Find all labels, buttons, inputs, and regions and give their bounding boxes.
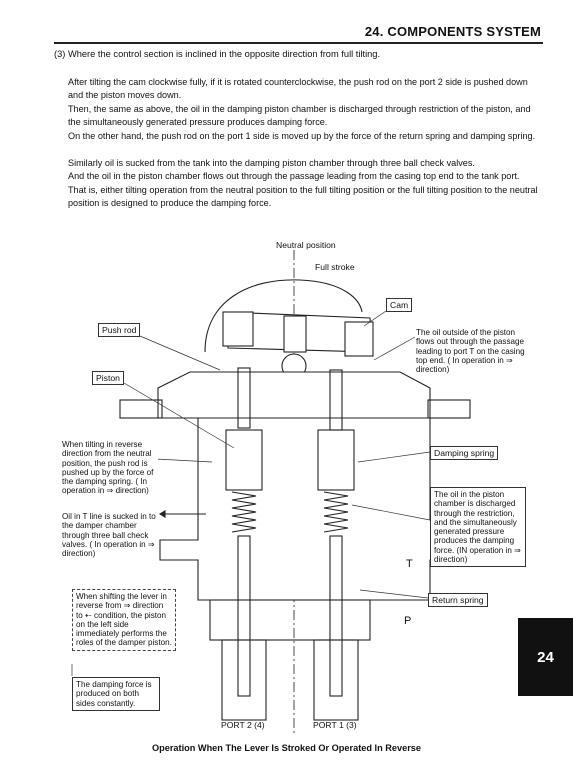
note-shifting-lever: When shifting the lever in reverse from … bbox=[72, 589, 176, 651]
port1-label: PORT 1 (3) bbox=[313, 720, 357, 730]
spring-left bbox=[231, 491, 257, 533]
paragraph-6: That is, either tilting operation from t… bbox=[68, 185, 538, 209]
paragraph-1: After tilting the cam clockwise fully, i… bbox=[68, 77, 528, 101]
note-damping-force: The damping force is produced on both si… bbox=[72, 677, 160, 711]
port2-label: PORT 2 (4) bbox=[221, 720, 265, 730]
t-port-label: T bbox=[406, 558, 413, 570]
figure-caption: Operation When The Lever Is Stroked Or O… bbox=[151, 743, 422, 753]
piston-right bbox=[317, 429, 355, 491]
main-casing bbox=[159, 417, 446, 601]
note-oil-t-line: Oil in T line is sucked in to the damper… bbox=[62, 512, 158, 559]
spring-right bbox=[323, 491, 349, 533]
p-port-label: P bbox=[404, 615, 412, 627]
push-rod-left bbox=[237, 367, 251, 429]
chapter-tab: 24 bbox=[518, 618, 573, 696]
piston-left bbox=[225, 429, 263, 491]
port2-housing bbox=[221, 639, 267, 721]
note-tilting-reverse: When tilting in reverse direction from t… bbox=[62, 440, 158, 496]
paragraph-2: Then, the same as above, the oil in the … bbox=[68, 104, 531, 128]
header-rule bbox=[54, 42, 543, 44]
page-header-title: 24. COMPONENTS SYSTEM bbox=[364, 24, 541, 39]
upper-body bbox=[157, 371, 431, 419]
paragraph-5: And the oil in the piston chamber flows … bbox=[68, 171, 520, 181]
spool-left bbox=[237, 535, 251, 697]
lower-body bbox=[209, 599, 371, 641]
push-rod-label: Push rod bbox=[98, 323, 141, 337]
full-stroke-arc bbox=[204, 279, 363, 353]
section-heading: (3) Where the control section is incline… bbox=[54, 49, 381, 59]
paragraph-3: On the other hand, the push rod on the p… bbox=[68, 131, 536, 141]
port1-housing bbox=[313, 639, 359, 721]
return-spring-label: Return spring bbox=[428, 593, 488, 607]
damping-spring-label: Damping spring bbox=[430, 446, 499, 460]
full-stroke-label: Full stroke bbox=[315, 262, 355, 272]
note-oil-in-piston: The oil in the piston chamber is dischar… bbox=[430, 487, 526, 568]
piston-label: Piston bbox=[92, 371, 124, 385]
spool-right bbox=[329, 535, 343, 697]
cam-label: Cam bbox=[386, 298, 413, 312]
neutral-position-label: Neutral position bbox=[276, 240, 336, 250]
note-oil-outside: The oil outside of the piston flows out … bbox=[416, 328, 532, 375]
left-flange bbox=[119, 399, 163, 419]
paragraph-4: Similarly oil is sucked from the tank in… bbox=[68, 158, 475, 168]
right-flange bbox=[427, 399, 471, 419]
